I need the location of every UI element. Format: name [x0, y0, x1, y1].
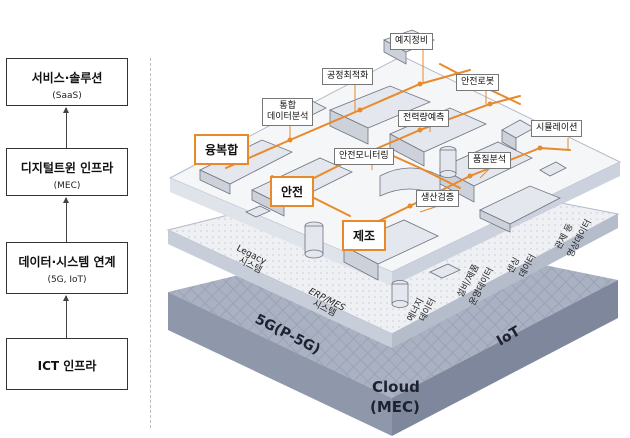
stack-service-sub: (SaaS) — [52, 91, 82, 101]
stack-service-title: 서비스·솔루션 — [31, 71, 103, 85]
stack-twin-box: 디지털트윈 인프라 (MEC) — [6, 148, 128, 196]
factory-buildings — [199, 29, 567, 308]
stack-data-sub: (5G, IoT) — [47, 275, 87, 285]
service-integrated-line1: 통합 — [279, 101, 296, 111]
data-layer-front — [168, 230, 392, 348]
service-process: 공정최적화 — [322, 68, 374, 85]
service-robot: 안전로봇 — [456, 74, 500, 91]
network-layer-front — [168, 292, 392, 436]
stack-ict-title: ICT 인프라 — [37, 359, 97, 373]
cloud-mec-label: (MEC) — [370, 398, 420, 416]
stack-service-box: 서비스·솔루션 (SaaS) — [6, 58, 128, 106]
arrow-up — [63, 295, 69, 338]
stack-twin-sub: (MEC) — [53, 181, 81, 191]
service-integrated: 통합 데이터분석 — [262, 98, 314, 126]
stack-data-title: 데이터·시스템 연계 — [18, 255, 116, 269]
service-production: 생산검증 — [416, 190, 460, 207]
service-integrated-line2: 데이터분석 — [267, 112, 309, 122]
data-layer-side — [392, 214, 618, 348]
service-quality: 품질분석 — [468, 152, 512, 169]
label-leaders — [289, 48, 569, 213]
arrow-up — [63, 197, 69, 242]
service-power: 전력량예측 — [398, 110, 450, 127]
service-safety-monitoring: 안전모니터링 — [334, 148, 394, 165]
divider-line — [150, 58, 151, 428]
domain-manufacturing: 제조 — [342, 220, 387, 251]
cloud-label: Cloud — [372, 378, 420, 396]
domain-safety: 안전 — [270, 176, 315, 207]
service-yebang: 예지정비 — [390, 33, 434, 50]
stack-data-box: 데이터·시스템 연계 (5G, IoT) — [6, 242, 128, 294]
service-simulation: 시뮬레이션 — [531, 120, 583, 137]
stack-twin-title: 디지털트윈 인프라 — [20, 161, 114, 175]
stack-ict-box: ICT 인프라 — [6, 338, 128, 390]
arrow-up — [63, 107, 69, 148]
network-layer-side — [392, 280, 618, 436]
domain-recovery: 융복합 — [194, 134, 250, 165]
platform-front — [170, 178, 392, 286]
